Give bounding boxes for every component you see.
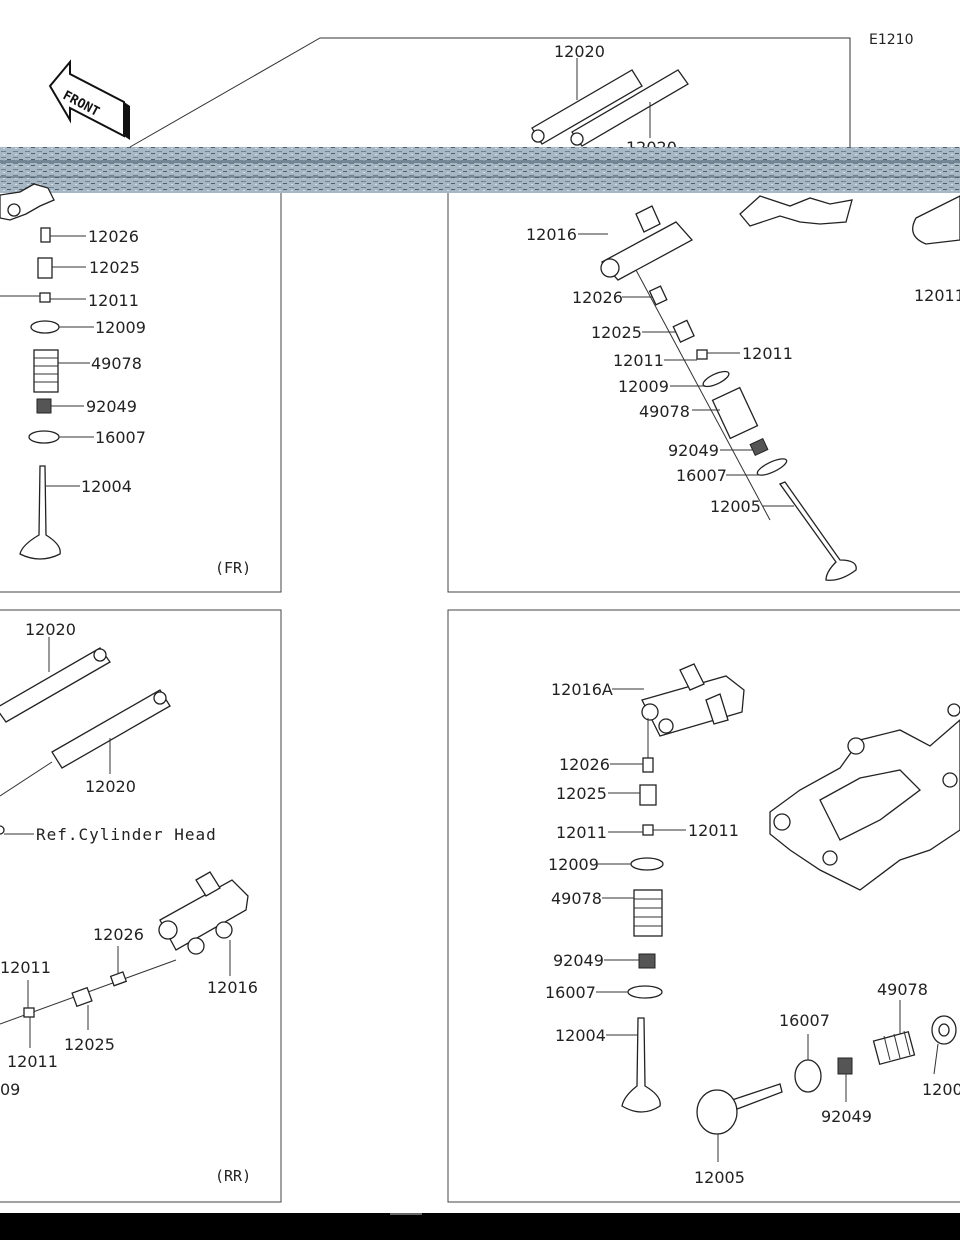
br-label-12004: 12004 bbox=[555, 1026, 606, 1045]
br-label-12009: 12009 bbox=[548, 855, 599, 874]
rocker-shaft-tr bbox=[739, 195, 960, 245]
br-label-1200x: 1200 bbox=[922, 1080, 960, 1099]
footer-bar bbox=[0, 1213, 960, 1240]
bl-label-12025: 12025 bbox=[64, 1035, 115, 1054]
rocker-case-br bbox=[769, 703, 960, 891]
fr-label-49078: 49078 bbox=[91, 354, 142, 373]
fr-label-12004: 12004 bbox=[81, 477, 132, 496]
panel-top-right bbox=[447, 147, 960, 593]
bl-label-12011a: 12011 bbox=[0, 958, 51, 977]
tr-label-16007: 16007 bbox=[676, 466, 727, 485]
label-12020-top-a: 12020 bbox=[554, 42, 605, 61]
fr-label-12011: 12011 bbox=[88, 291, 139, 310]
rocker-br bbox=[641, 663, 745, 737]
bl-label-12011b: 12011 bbox=[7, 1052, 58, 1071]
fr-label-12025: 12025 bbox=[89, 258, 140, 277]
ref-cylinder-head: Ref.Cylinder Head bbox=[36, 825, 217, 844]
br-label-12025: 12025 bbox=[556, 784, 607, 803]
panel-bottom-right bbox=[447, 609, 960, 1203]
diagram-code: E1210 bbox=[869, 32, 913, 48]
panel-fr-tag: (FR) bbox=[215, 559, 251, 577]
tr-label-49078: 49078 bbox=[639, 402, 690, 421]
br-label-12026: 12026 bbox=[559, 755, 610, 774]
leader-top bbox=[129, 37, 851, 148]
fr-stack: 12026 12025 12011 12009 49078 92049 1600… bbox=[0, 227, 146, 560]
panel-rr-tag: (RR) bbox=[215, 1167, 251, 1185]
fr-label-92049: 92049 bbox=[86, 397, 137, 416]
rr-push-rods bbox=[0, 647, 171, 797]
br-label-12016A: 12016A bbox=[551, 680, 613, 699]
tr-label-12011b: 12011 bbox=[742, 344, 793, 363]
panel-rr bbox=[0, 609, 282, 1203]
br-label-92049: 92049 bbox=[553, 951, 604, 970]
bl-label-12020b: 12020 bbox=[85, 777, 136, 796]
br-label-12005: 12005 bbox=[694, 1168, 745, 1187]
tr-stack: 12026 12025 12011 12011 12009 49078 9204… bbox=[572, 269, 857, 581]
bl-label-12016: 12016 bbox=[207, 978, 258, 997]
rocker-fr bbox=[0, 183, 55, 221]
rocker-rr bbox=[158, 871, 249, 955]
fr-label-12009: 12009 bbox=[95, 318, 146, 337]
tr-label-12016: 12016 bbox=[526, 225, 577, 244]
br-stack: 12026 12025 12011 12011 12009 49078 9204… bbox=[545, 718, 739, 1113]
push-rods-top bbox=[531, 69, 689, 147]
br-label-12011a: 12011 bbox=[556, 823, 607, 842]
scan-band bbox=[0, 147, 960, 193]
br-label-16007: 16007 bbox=[545, 983, 596, 1002]
tr-label-12009: 12009 bbox=[618, 377, 669, 396]
br-label-92049b: 92049 bbox=[821, 1107, 872, 1126]
rocker-tr bbox=[600, 205, 694, 281]
tr-label-92049: 92049 bbox=[668, 441, 719, 460]
br-label-49078: 49078 bbox=[551, 889, 602, 908]
bl-label-09: 09 bbox=[0, 1080, 20, 1099]
br-label-16007b: 16007 bbox=[779, 1011, 830, 1030]
br-label-12011b: 12011 bbox=[688, 821, 739, 840]
bl-label-12026: 12026 bbox=[93, 925, 144, 944]
front-arrow-icon: FRONT bbox=[48, 59, 130, 140]
rr-stack: 12026 12025 12011 12011 09 bbox=[0, 925, 177, 1099]
tr-label-12011a: 12011 bbox=[613, 351, 664, 370]
tr-label-12011c: 12011 bbox=[914, 286, 960, 305]
br-label-49078b: 49078 bbox=[877, 980, 928, 999]
bl-label-12020a: 12020 bbox=[25, 620, 76, 639]
br-exhaust-valve: 12005 16007 92049 49078 1200 bbox=[694, 980, 960, 1187]
tr-label-12025: 12025 bbox=[591, 323, 642, 342]
tr-label-12026: 12026 bbox=[572, 288, 623, 307]
tr-label-12005: 12005 bbox=[710, 497, 761, 516]
fr-label-16007: 16007 bbox=[95, 428, 146, 447]
fr-label-12026: 12026 bbox=[88, 227, 139, 246]
